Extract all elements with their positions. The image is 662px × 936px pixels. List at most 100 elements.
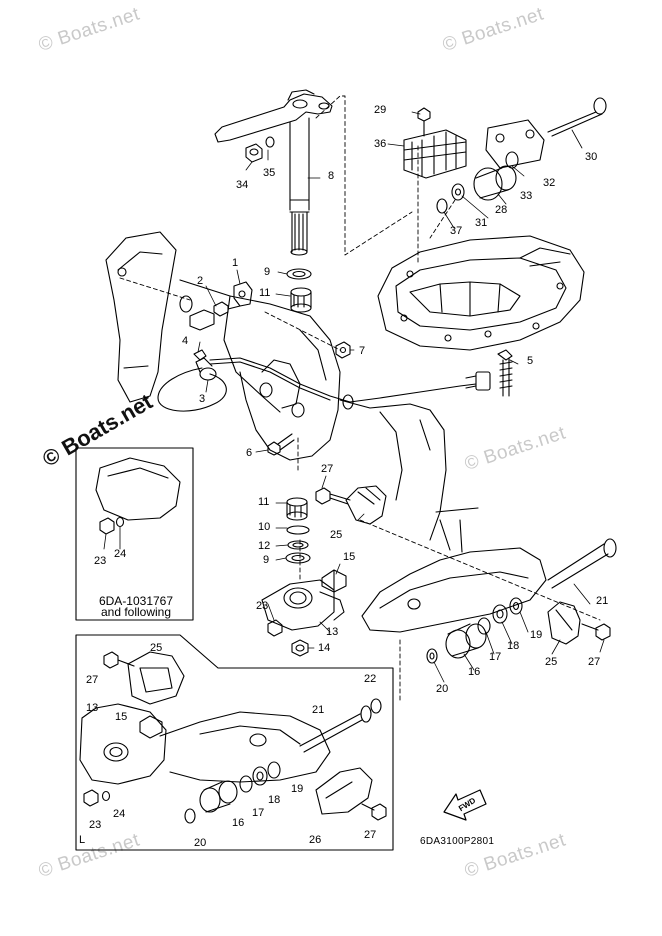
nut-34 bbox=[245, 143, 263, 163]
part-label-9-lower[interactable]: 9 bbox=[263, 554, 270, 566]
mount-16-right bbox=[445, 623, 487, 659]
part-label-19-inset[interactable]: 19 bbox=[291, 783, 304, 795]
bolt-27-right bbox=[581, 623, 611, 641]
part-label-20-main[interactable]: 20 bbox=[436, 683, 449, 695]
part-label-31[interactable]: 31 bbox=[475, 217, 488, 229]
bush-11-top bbox=[290, 287, 312, 313]
part-label-22[interactable]: 22 bbox=[364, 673, 377, 685]
part-label-13-main[interactable]: 13 bbox=[326, 626, 339, 638]
washer-35 bbox=[265, 136, 275, 148]
washer-33 bbox=[505, 151, 519, 169]
plate-32 bbox=[485, 119, 545, 169]
inset-box-lower bbox=[75, 634, 394, 851]
nut-7 bbox=[335, 341, 351, 359]
part-label-35[interactable]: 35 bbox=[263, 167, 276, 179]
part-label-11-lower[interactable]: 11 bbox=[258, 496, 270, 508]
inset-serial-line2: and following bbox=[100, 605, 172, 619]
clamp-25-upper bbox=[345, 485, 387, 525]
leader-lines bbox=[103, 111, 605, 683]
part-label-2[interactable]: 2 bbox=[197, 275, 204, 287]
part-label-27-right[interactable]: 27 bbox=[588, 656, 601, 668]
bolt-21-main bbox=[547, 538, 617, 589]
part-label-29[interactable]: 29 bbox=[374, 104, 387, 116]
part-label-33[interactable]: 33 bbox=[520, 190, 533, 202]
washer-9-lower bbox=[285, 552, 311, 564]
collar-20-right bbox=[426, 648, 438, 664]
part-label-9-top[interactable]: 9 bbox=[264, 266, 271, 278]
part-label-11-top[interactable]: 11 bbox=[259, 287, 271, 299]
part-label-23-inset[interactable]: 23 bbox=[89, 819, 102, 831]
part-label-6[interactable]: 6 bbox=[246, 447, 253, 459]
part-label-28[interactable]: 28 bbox=[495, 204, 508, 216]
part-label-30[interactable]: 30 bbox=[585, 151, 598, 163]
part-label-32[interactable]: 32 bbox=[543, 177, 556, 189]
part-label-25-main[interactable]: 25 bbox=[330, 529, 343, 541]
nut-23a bbox=[267, 619, 283, 637]
part-label-15-inset[interactable]: 15 bbox=[115, 711, 128, 723]
washer-31 bbox=[451, 183, 465, 201]
part-label-25-inset[interactable]: 25 bbox=[150, 642, 163, 654]
collar-pin bbox=[179, 295, 215, 331]
part-label-5[interactable]: 5 bbox=[527, 355, 534, 367]
part-label-15-main[interactable]: 15 bbox=[343, 551, 356, 563]
part-label-27-inset-bottom[interactable]: 27 bbox=[364, 829, 377, 841]
part-label-21-inset[interactable]: 21 bbox=[312, 704, 325, 716]
part-label-34[interactable]: 34 bbox=[236, 179, 249, 191]
inset-serial-line1: 6DA-1031767 bbox=[98, 594, 174, 608]
seal-12 bbox=[287, 540, 309, 550]
upper-bracket bbox=[403, 107, 467, 179]
mount-28 bbox=[473, 165, 517, 201]
inset-serial-drawing bbox=[95, 457, 181, 535]
part-label-37[interactable]: 37 bbox=[450, 225, 463, 237]
part-label-12[interactable]: 12 bbox=[258, 540, 271, 552]
part-label-13-inset[interactable]: 13 bbox=[86, 702, 99, 714]
part-label-23-serial[interactable]: 23 bbox=[94, 555, 107, 567]
part-label-27-inset-top[interactable]: 27 bbox=[86, 674, 99, 686]
part-label-26[interactable]: 26 bbox=[309, 834, 322, 846]
washer-9-top bbox=[286, 268, 312, 280]
part-label-14[interactable]: 14 bbox=[318, 642, 331, 654]
part-label-16-inset[interactable]: 16 bbox=[232, 817, 245, 829]
nut-14 bbox=[291, 639, 309, 657]
part-label-1[interactable]: 1 bbox=[232, 257, 239, 269]
bolt-27-upper bbox=[315, 487, 351, 505]
clamp-bracket-casting bbox=[105, 231, 447, 541]
ring-17-right bbox=[477, 617, 491, 635]
oring-10 bbox=[286, 525, 310, 535]
part-label-8[interactable]: 8 bbox=[328, 170, 335, 182]
part-label-17-inset[interactable]: 17 bbox=[252, 807, 265, 819]
part-label-7[interactable]: 7 bbox=[359, 345, 366, 357]
part-label-4[interactable]: 4 bbox=[182, 335, 189, 347]
lower-bracket-casting bbox=[361, 507, 547, 633]
part-label-24-inset[interactable]: 24 bbox=[113, 808, 126, 820]
wire-harness bbox=[157, 357, 491, 412]
part-label-23-main[interactable]: 23 bbox=[256, 600, 269, 612]
clamp-3 bbox=[195, 357, 217, 381]
part-label-21-main[interactable]: 21 bbox=[596, 595, 609, 607]
part-label-24-serial[interactable]: 24 bbox=[114, 548, 127, 560]
part-label-10[interactable]: 10 bbox=[258, 521, 271, 533]
part-label-20-inset[interactable]: 20 bbox=[194, 837, 207, 849]
bolt-2 bbox=[213, 301, 241, 317]
part-label-36[interactable]: 36 bbox=[374, 138, 387, 150]
lower-inset-drawing bbox=[79, 651, 387, 824]
inset-box-serial bbox=[75, 447, 194, 621]
bush-11-lower bbox=[286, 497, 308, 521]
drawing-code: 6DA3100P2801 bbox=[420, 836, 495, 847]
bolt-30 bbox=[547, 97, 607, 137]
bolt-6 bbox=[267, 433, 295, 456]
part-label-19-main[interactable]: 19 bbox=[530, 629, 543, 641]
steering-shaft-assembly bbox=[214, 89, 333, 256]
fwd-arrow bbox=[443, 789, 487, 821]
part-label-17-main[interactable]: 17 bbox=[489, 651, 502, 663]
part-label-16-main[interactable]: 16 bbox=[468, 666, 481, 678]
part-label-18-main[interactable]: 18 bbox=[507, 640, 520, 652]
steering-arm-13 bbox=[261, 579, 345, 631]
part-label-25-right[interactable]: 25 bbox=[545, 656, 558, 668]
part-label-18-inset[interactable]: 18 bbox=[268, 794, 281, 806]
washer-19-right bbox=[509, 597, 523, 615]
part-label-27-main[interactable]: 27 bbox=[321, 463, 334, 475]
clamp-25-right bbox=[547, 601, 581, 645]
part-label-3[interactable]: 3 bbox=[199, 393, 206, 405]
